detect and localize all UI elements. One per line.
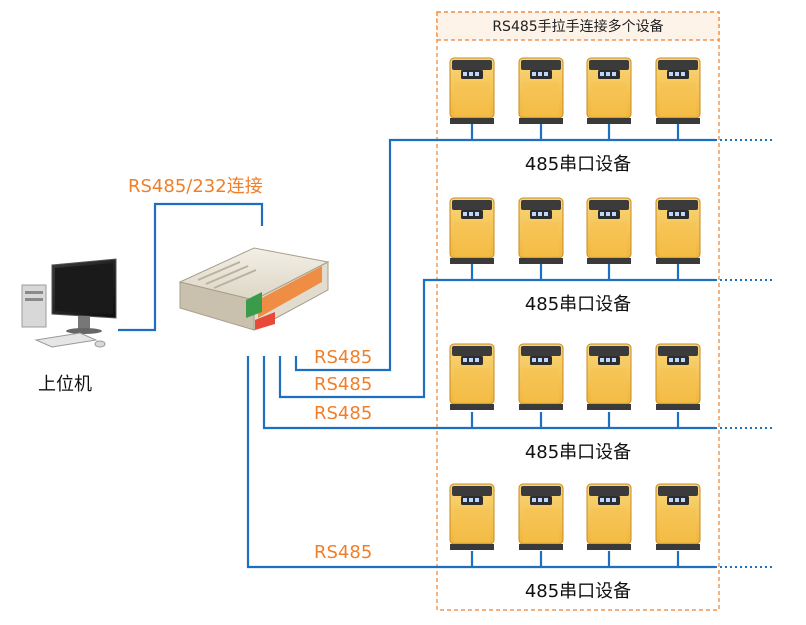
serial-device-icon — [449, 483, 495, 551]
serial-device-icon — [655, 483, 701, 551]
serial-device-icon — [586, 343, 632, 411]
serial-device-icon — [518, 483, 564, 551]
device-row-2: 485串口设备 — [440, 197, 775, 315]
serial-device-icon — [449, 197, 495, 265]
bus-wire-3 — [262, 356, 440, 430]
device-row-label: 485串口设备 — [525, 442, 631, 463]
bus-label-2: RS485 — [314, 374, 372, 395]
serial-device-icon — [449, 57, 495, 125]
group-title: RS485手拉手连接多个设备 — [492, 18, 663, 35]
bus-wire-2 — [278, 278, 440, 399]
device-row-label: 485串口设备 — [525, 581, 631, 602]
device-row-label: 485串口设备 — [525, 154, 631, 175]
device-row-4: 485串口设备 — [440, 483, 775, 602]
serial-device-icon — [518, 343, 564, 411]
serial-device-icon — [586, 483, 632, 551]
serial-device-icon — [449, 343, 495, 411]
host-label: 上位机 — [38, 374, 92, 395]
bus-label-4: RS485 — [314, 542, 372, 563]
serial-device-icon — [655, 343, 701, 411]
serial-device-icon — [586, 197, 632, 265]
bus-label-1: RS485 — [314, 347, 372, 368]
host-link-wire — [118, 202, 264, 332]
connection-label: RS485/232连接 — [128, 176, 263, 197]
serial-device-icon — [655, 57, 701, 125]
desktop-computer-icon — [21, 258, 117, 348]
bus-label-3: RS485 — [314, 403, 372, 424]
bus-wire-4 — [246, 356, 440, 569]
device-row-1: 485串口设备 — [440, 57, 775, 175]
serial-device-icon — [518, 197, 564, 265]
serial-device-icon — [518, 57, 564, 125]
serial-device-icon — [655, 197, 701, 265]
bus-wire-1 — [294, 138, 440, 372]
serial-device-icon — [586, 57, 632, 125]
rs485-controller-module-icon — [178, 247, 330, 331]
device-row-3: 485串口设备 — [440, 343, 775, 463]
device-row-label: 485串口设备 — [525, 294, 631, 315]
